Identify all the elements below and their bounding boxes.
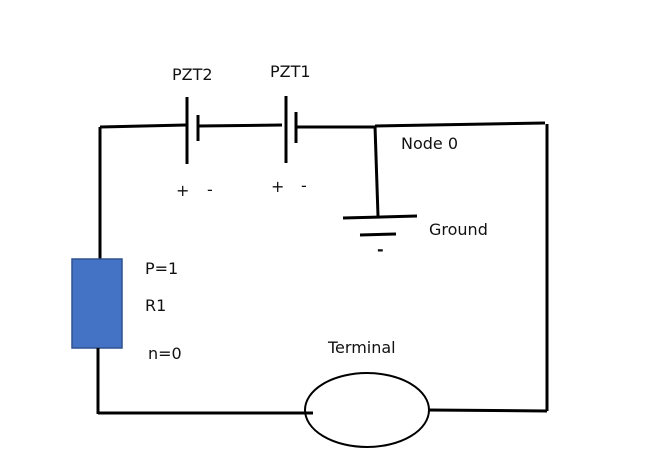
node0-label: Node 0 [401,134,459,153]
pzt1-plus-sign: + [271,177,285,196]
ground-line-1 [342,214,418,220]
ground-minus-sign: - [377,240,384,259]
resistor-r1-body [71,258,123,349]
pzt2-label: PZT2 [172,65,213,84]
pzt2-plus-sign: + [176,181,190,200]
pzt1-label: PZT1 [270,62,311,81]
wire-bottom-right [427,408,548,413]
wire-top-left [99,123,187,129]
wire-top-right-b [374,121,546,128]
terminal-ellipse [304,372,430,448]
ground-label: Ground [429,220,488,239]
wire-node0-to-ground [373,125,380,217]
ground-line-2 [359,232,397,237]
pzt2-minus-sign: - [207,180,213,199]
resistor-n-param: n=0 [148,344,182,363]
terminal-label: Terminal [328,338,396,357]
resistor-name-label: R1 [145,296,167,315]
resistor-p-param: P=1 [145,259,179,278]
pzt1-minus-sign: - [301,176,307,195]
wire-top-middle [197,123,283,128]
